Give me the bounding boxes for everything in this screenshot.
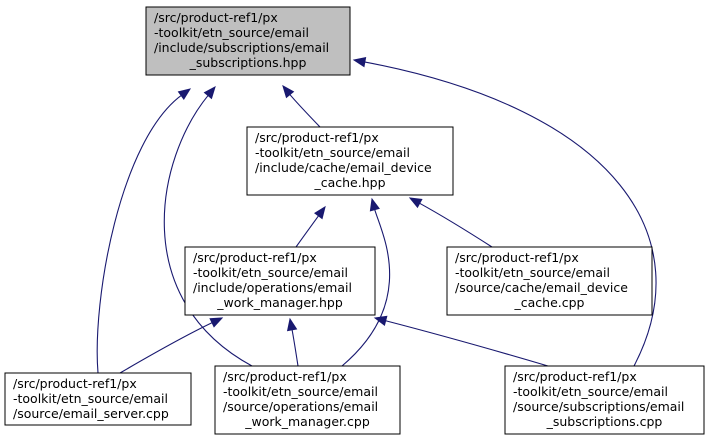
node-label-line: -toolkit/etn_source/email [455, 265, 610, 280]
node-label-line: _subscriptions.cpp [546, 414, 663, 429]
edge-email_subscriptions_cpp-to-email_subscriptions_hpp [352, 56, 657, 367]
edge-email_subscriptions_cpp-to-email_work_manager_hpp [373, 315, 549, 367]
edge-line [163, 94, 253, 367]
arrow-head-icon [286, 317, 298, 332]
node-box[interactable] [4, 372, 192, 426]
edge-email_server_cpp-to-email_work_manager_hpp [119, 317, 224, 374]
node-label-line: /src/product-ref1/px [193, 250, 317, 265]
node-box[interactable] [504, 365, 705, 435]
edge-email_work_manager_cpp-to-email_subscriptions_hpp [163, 85, 253, 367]
node-box[interactable] [214, 365, 401, 435]
edge-line [418, 202, 493, 248]
edge-line [291, 328, 299, 367]
node-label-line: _work_manager.hpp [216, 295, 343, 310]
arrow-head-icon [314, 205, 326, 220]
node-label-line: _cache.cpp [514, 295, 585, 310]
node-label-line: -toolkit/etn_source/email [13, 391, 168, 406]
node-box[interactable] [446, 246, 653, 316]
node-label-line: _subscriptions.hpp [189, 55, 307, 70]
edge-email_work_manager_cpp-to-email_work_manager_hpp [286, 317, 299, 367]
arrow-head-icon [282, 84, 295, 99]
node-label-line: /src/product-ref1/px [223, 369, 347, 384]
node-email_device_cache_hpp[interactable]: /src/product-ref1/px-toolkit/etn_source/… [246, 126, 454, 196]
edge-line [119, 321, 214, 374]
edges-layer [96, 56, 657, 374]
nodes-layer: /src/product-ref1/px-toolkit/etn_source/… [4, 6, 705, 435]
arrow-head-icon [373, 315, 388, 326]
edge-line [363, 61, 657, 367]
node-label-line: -toolkit/etn_source/email [513, 384, 668, 399]
arrow-head-icon [203, 85, 216, 100]
node-label-line: /source/operations/email [223, 399, 378, 414]
node-label-line: -toolkit/etn_source/email [255, 145, 410, 160]
edge-line [341, 208, 391, 367]
node-label-line: /src/product-ref1/px [455, 250, 579, 265]
node-label-line: -toolkit/etn_source/email [223, 384, 378, 399]
edge-email_work_manager_cpp-to-email_device_cache_hpp [341, 197, 391, 367]
node-email_work_manager_cpp[interactable]: /src/product-ref1/px-toolkit/etn_source/… [214, 365, 401, 435]
node-email_work_manager_hpp[interactable]: /src/product-ref1/px-toolkit/etn_source/… [184, 246, 376, 316]
node-label-line: /src/product-ref1/px [154, 10, 278, 25]
node-box[interactable] [184, 246, 376, 316]
node-label-line: /source/email_server.cpp [13, 406, 169, 421]
node-email_server_cpp[interactable]: /src/product-ref1/px-toolkit/etn_source/… [4, 372, 192, 426]
node-label-line: /source/cache/email_device [455, 280, 628, 295]
node-email_device_cache_cpp[interactable]: /src/product-ref1/px-toolkit/etn_source/… [446, 246, 653, 316]
node-email_subscriptions_cpp[interactable]: /src/product-ref1/px-toolkit/etn_source/… [504, 365, 705, 435]
arrow-head-icon [369, 197, 380, 212]
edge-line [96, 94, 183, 374]
node-email_subscriptions_hpp[interactable]: /src/product-ref1/px-toolkit/etn_source/… [145, 6, 351, 76]
arrow-head-icon [408, 197, 423, 209]
node-label-line: /src/product-ref1/px [13, 376, 137, 391]
edge-email_device_cache_hpp-to-email_subscriptions_hpp [282, 84, 321, 128]
node-label-line: _work_manager.cpp [244, 414, 370, 429]
node-label-line: /source/subscriptions/email [513, 399, 684, 414]
edge-line [384, 319, 549, 367]
edge-email_work_manager_hpp-to-email_device_cache_hpp [295, 205, 326, 248]
node-label-line: /include/cache/email_device [255, 160, 432, 175]
edge-line [295, 214, 320, 248]
arrow-head-icon [209, 317, 224, 328]
node-label-line: -toolkit/etn_source/email [154, 25, 309, 40]
arrow-head-icon [177, 88, 192, 100]
node-label-line: /src/product-ref1/px [513, 369, 637, 384]
node-box[interactable] [246, 126, 454, 196]
edge-email_device_cache_cpp-to-email_device_cache_hpp [408, 197, 493, 248]
node-label-line: /include/operations/email [193, 280, 352, 295]
node-label-line: /include/subscriptions/email [154, 40, 329, 55]
node-label-line: _cache.hpp [313, 175, 385, 190]
arrow-head-icon [352, 56, 367, 68]
node-label-line: -toolkit/etn_source/email [193, 265, 348, 280]
node-box[interactable] [145, 6, 351, 76]
edge-email_server_cpp-to-email_subscriptions_hpp [96, 88, 192, 374]
node-label-line: /src/product-ref1/px [255, 130, 379, 145]
edge-line [288, 93, 321, 128]
